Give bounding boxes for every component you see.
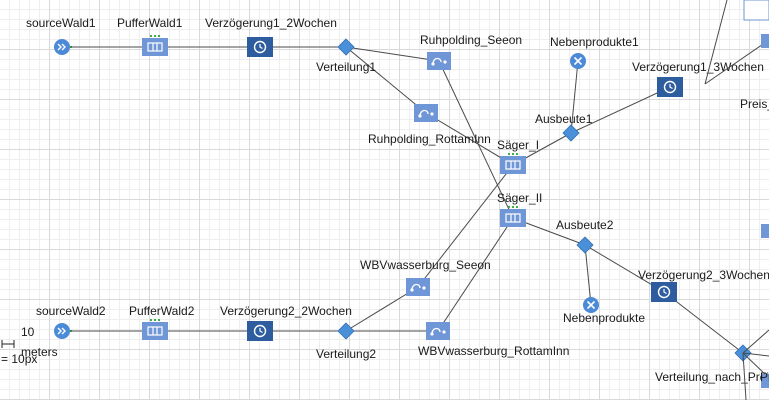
block-SaegerII[interactable]: Säger_II [497,191,542,227]
block-Verz1_3W[interactable]: Verzögerung1_3Wochen [632,60,764,97]
partial-block-right-2 [761,224,769,238]
block-Verz2_2W[interactable]: Verzögerung2_2Wochen [220,304,352,341]
edge-WBVRottam-SaegerII [437,217,514,332]
transport-icon [427,52,451,70]
block-PufferWald2[interactable]: PufferWald2 [129,304,195,340]
diamond-icon [562,124,580,142]
scale-ratio: = 10px [1,352,37,366]
edge-Verz2_3W-VerteilungPreis [663,291,744,354]
edge-RuhSeeon-SaegerII [438,60,514,219]
diamond-icon [337,322,355,340]
block-Ausbeute1[interactable]: Ausbeute1 [535,112,593,142]
source-icon [54,323,70,339]
partial-block-right-1 [761,34,769,48]
block-Verz1_2W[interactable]: Verzögerung1_2Wochen [205,16,337,57]
label-WBVSeeon: WBVwasserburg_Seeon [360,258,491,272]
block-sourceWald2[interactable]: sourceWald2 [36,304,106,339]
block-Nebenprodukte[interactable]: Nebenprodukte [563,297,645,325]
edge-RuhRottam-SaegerI [425,112,514,166]
edge-offscreen-4 [742,352,769,379]
label-sourceWald2: sourceWald2 [36,304,106,318]
label-sourceWald1: sourceWald1 [26,16,96,30]
queue-icon [142,322,168,340]
offscreen-partial-blocks: Preis_ Preis [704,0,769,400]
partial-label-preis: Preis_ [740,97,769,111]
block-Verz2_3W[interactable]: Verzögerung2_3Wochen [638,268,769,302]
label-Ausbeute2: Ausbeute2 [556,218,614,232]
edge-WBVSeeon-SaegerI [417,164,514,288]
block-Nebenprodukte1[interactable]: Nebenprodukte1 [550,35,639,69]
edge-offscreen-5 [742,352,747,400]
transport-icon [406,278,430,296]
label-Nebenprodukte1: Nebenprodukte1 [550,35,639,49]
partial-block-top [743,0,769,21]
label-PufferWald2: PufferWald2 [129,304,195,318]
edge-Ausbeute1-Verz1_3W [570,86,671,134]
block-WBVRottam[interactable]: WBVwasserburg_RottamInn [418,322,569,358]
edge-Ausbeute2-Verz2_3W [584,244,665,293]
label-Ausbeute1: Ausbeute1 [535,112,593,126]
label-Verz1_2W: Verzögerung1_2Wochen [205,16,337,30]
label-Verteilung1: Verteilung1 [316,60,376,74]
transport-icon [414,104,438,122]
label-Verz1_3W: Verzögerung1_3Wochen [632,60,764,74]
queue-icon [142,38,168,56]
block-Verteilung1[interactable]: Verteilung1 [316,38,376,74]
edge-Ausbeute2-Nebenprodukte [584,244,592,306]
block-RuhSeeon[interactable]: Ruhpolding_Seeon [420,33,522,70]
blocks: sourceWald1 PufferWald1 Verzögerung1_2Woch… [26,16,769,384]
block-sourceWald1[interactable]: sourceWald1 [26,16,96,55]
block-Ausbeute2[interactable]: Ausbeute2 [556,218,614,254]
label-RuhSeeon: Ruhpolding_Seeon [420,33,522,47]
source-icon [54,39,70,55]
edge-offscreen-1 [704,39,769,85]
block-VerteilungPreis[interactable]: Verteilung_nach_Preis [655,344,769,384]
label-VerteilungPreis: Verteilung_nach_Preis [655,370,769,384]
edge-Verteilung1-RuhSeeon [345,46,440,62]
label-PufferWald1: PufferWald1 [117,16,183,30]
queue-icon [500,209,526,227]
scale-indicator: 10 meters = 10px [1,325,58,366]
label-WBVRottam: WBVwasserburg_RottamInn [418,344,569,358]
queue-icon [500,156,526,174]
label-Verz2_2W: Verzögerung2_2Wochen [220,304,352,318]
label-RuhRottam: Ruhpolding_RottamInn [368,132,491,146]
partial-label-preis-suffix: Preis [760,370,769,384]
block-WBVSeeon[interactable]: WBVwasserburg_Seeon [360,258,491,296]
diamond-icon [576,236,594,254]
label-Verz2_3W: Verzögerung2_3Wochen [638,268,769,282]
edge-offscreen-6 [742,352,769,357]
diamond-icon [337,38,355,56]
block-SaegerI[interactable]: Säger_I [497,138,539,174]
label-SaegerII: Säger_II [497,191,542,205]
transport-icon [426,322,450,340]
edge-Verteilung1-RuhRottam [345,46,427,114]
scale-value: 10 [21,325,35,339]
label-SaegerI: Säger_I [497,138,539,152]
block-Verteilung2[interactable]: Verteilung2 [316,322,376,361]
block-PufferWald1[interactable]: PufferWald1 [117,16,183,56]
label-Verteilung2: Verteilung2 [316,347,376,361]
scale-unit: meters [21,345,58,359]
partial-block-right-3 [761,374,769,388]
edge-offscreen-2 [704,0,728,85]
block-RuhRottam[interactable]: Ruhpolding_RottamInn [368,104,491,146]
edge-offscreen-3 [742,329,769,354]
label-Nebenprodukte: Nebenprodukte [563,311,645,325]
edge-Ausbeute1-Nebenprodukte1 [570,60,579,134]
